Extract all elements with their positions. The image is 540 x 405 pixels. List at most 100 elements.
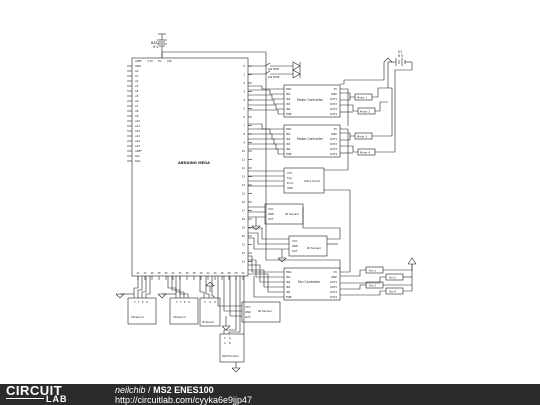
circuitlab-logo[interactable]: CIRCUIT LAB <box>6 383 92 404</box>
pin-label: IN4 <box>286 147 291 151</box>
mcu-top-pin: AREF <box>135 59 142 63</box>
pin-label: SDA <box>135 159 141 163</box>
schematic-canvas[interactable]: BAT1 9 V ARDUINO MEGA AREF 3.3V 5V VIN G… <box>0 0 540 384</box>
battery2-name: V1 <box>398 50 402 54</box>
pin-label: OUT2 <box>330 102 338 106</box>
project-url[interactable]: http://circuitlab.com/cyyka6e9jjp47 <box>115 395 253 405</box>
ir2-title: IR Sensor <box>307 246 322 250</box>
bus2-pin: E <box>184 301 186 304</box>
ir1-title: IR Sensor <box>285 212 300 216</box>
battery2-value: 6 V <box>398 54 404 58</box>
ultrasonic-1[interactable]: Ultra Sonic VCC Trig Echo GND <box>283 167 325 194</box>
pin-label: IN2 <box>286 137 291 141</box>
arduino-mega[interactable]: ARDUINO MEGA AREF 3.3V 5V VIN GNDA0A1A2A… <box>127 57 252 280</box>
pin-label: IN1 <box>286 275 291 279</box>
ir2-pin: VCC <box>292 239 298 243</box>
wall-encoder[interactable]: Wall Encoder V G A B <box>219 333 245 363</box>
pin-label: GND <box>331 132 337 136</box>
fan-1-label: Fan 1 <box>369 269 376 273</box>
pin-label: ENB <box>286 152 292 156</box>
motor-2-label: Motor 2 <box>360 110 370 114</box>
pin-label: IN1 <box>286 132 291 136</box>
mc2-title: Motor Controller <box>297 137 324 141</box>
pin-label: 1 <box>243 73 245 77</box>
us1-title: Ultra Sonic <box>304 179 321 183</box>
ir-sensor-1[interactable]: IR Sensor VCC GND OUT <box>264 203 304 225</box>
author-line: neilchib / MS2 ENES100 <box>115 385 214 395</box>
led-label: LIN MIRE <box>268 75 280 79</box>
led-lin-mirt[interactable]: LIN MIRT <box>248 61 301 71</box>
pin-label: 42 <box>206 272 210 275</box>
battery-value: 9 V <box>153 45 159 49</box>
mcu-top-pin: VIN <box>167 59 172 63</box>
pin-label: 40 <box>199 272 203 275</box>
enc-pin: V <box>224 337 226 340</box>
pin-label: 9 <box>243 141 245 145</box>
pin-label: 18 <box>242 217 246 221</box>
mcu-title: ARDUINO MEGA <box>178 161 210 165</box>
logo-top-text: CIRCUIT <box>6 383 63 398</box>
pin-label: 21 <box>242 243 246 247</box>
mc1-title: Motor Controller <box>297 98 324 102</box>
pin-label: 23 <box>242 260 246 264</box>
logo-line <box>6 398 44 399</box>
ir1-pin: OUT <box>268 217 274 221</box>
us1-pin: GND <box>287 186 293 190</box>
pin-label: 38 <box>192 272 196 275</box>
author-name[interactable]: neilchib <box>115 385 146 395</box>
pin-label: A7 <box>135 104 139 108</box>
pin-label: A14 <box>135 139 140 143</box>
mcu-top-pin: 3.3V <box>147 59 153 63</box>
bir-pin: O <box>214 301 216 304</box>
pin-label: IN3 <box>286 285 291 289</box>
bottom-ultrasonic-2[interactable]: Ultrasonic V T E G <box>169 297 199 325</box>
pin-label: 36 <box>185 272 189 275</box>
enc-title: Wall Encoder <box>222 354 240 358</box>
pin-label: 34 <box>178 272 182 275</box>
pin-label: OUT3 <box>330 290 338 294</box>
pin-label: IN3 <box>286 142 291 146</box>
pin-label: A0 <box>135 69 139 73</box>
bottom-ir-sensor[interactable]: IR Sensor V G O <box>199 297 221 327</box>
bir-title: IR Sensor <box>202 320 215 324</box>
led-label: LIN MIRT <box>268 67 280 71</box>
pin-label: OUT4 <box>330 112 338 116</box>
pin-label: ENA <box>286 270 292 274</box>
pin-label: 2 <box>243 81 245 85</box>
pin-label: SCL <box>135 154 140 158</box>
pin-label: 5V <box>334 87 338 91</box>
pin-label: 5V <box>334 127 338 131</box>
pin-label: 19 <box>242 226 246 230</box>
pin-label: 17 <box>242 209 246 213</box>
battery-v1[interactable]: V1 6 V <box>383 50 413 88</box>
pin-label: GND <box>331 275 337 279</box>
led-lin-mire[interactable]: LIN MIRE <box>248 69 301 79</box>
pin-label: IN3 <box>286 102 291 106</box>
pin-label: ENA <box>286 87 292 91</box>
pin-label: OUT3 <box>330 147 338 151</box>
battery-bat1[interactable]: BAT1 9 V <box>151 33 167 58</box>
ir3-pin: OUT <box>245 315 251 319</box>
ir-sensor-2[interactable]: IR Sensor VCC GND OUT <box>288 235 328 257</box>
battery-name: BAT1 <box>151 41 160 45</box>
bottom-ultrasonic-1[interactable]: Ultrasonic V T E G <box>127 297 157 325</box>
pin-label: OUT1 <box>330 137 338 141</box>
fan-3-label: Fan 3 <box>369 284 376 288</box>
pin-label: IN4 <box>286 290 291 294</box>
pin-label: IN2 <box>286 280 291 284</box>
pin-label: 22 <box>136 272 140 275</box>
pin-label: 15 <box>242 192 246 196</box>
motor-3-label: Motor 3 <box>357 135 367 139</box>
enc-pin: A <box>224 342 226 345</box>
bus2-pin: T <box>180 301 182 304</box>
pin-label: 52 <box>241 272 245 275</box>
ir-sensor-3[interactable]: IR Sensor VCC GND OUT <box>241 301 281 323</box>
pin-label: A13 <box>135 134 140 138</box>
pin-label: 13 <box>242 175 246 179</box>
